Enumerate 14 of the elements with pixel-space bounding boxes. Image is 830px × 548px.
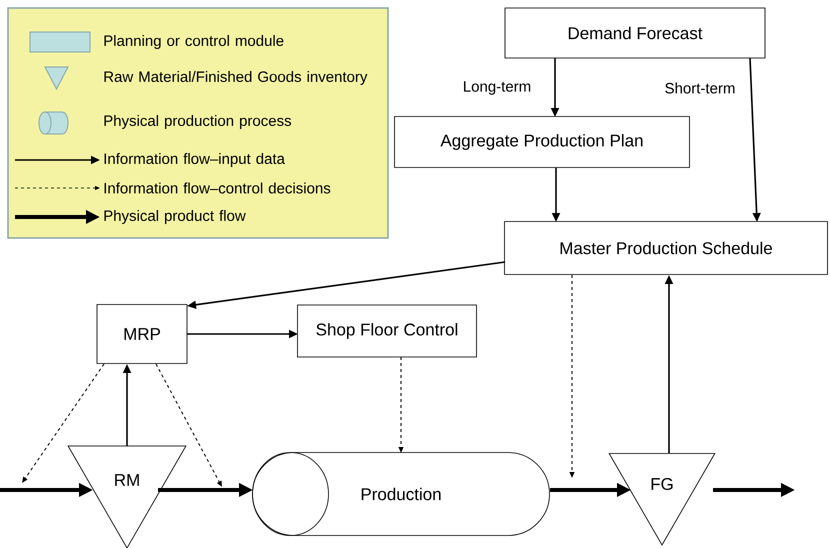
legend-text: Raw Material/Finished Goods inventory [104, 71, 368, 85]
production-cylinder: Production [252, 452, 550, 536]
legend-text: Information flow–input data [104, 153, 285, 167]
legend-text: Physical production process [104, 115, 292, 129]
process-box: Aggregate Production Plan [394, 116, 690, 168]
process-box: Shop Floor Control [297, 304, 477, 358]
process-box: MRP [96, 304, 188, 364]
edge-label: Long-term [462, 80, 532, 96]
process-box: Master Production Schedule [504, 221, 828, 275]
edge-label: Short-term [664, 82, 736, 94]
legend-text: Physical product flow [104, 210, 246, 224]
process-box: Demand Forecast [504, 8, 766, 58]
legend-text: Planning or control module [104, 35, 284, 49]
legend-text: Information flow–control decisions [104, 182, 330, 194]
